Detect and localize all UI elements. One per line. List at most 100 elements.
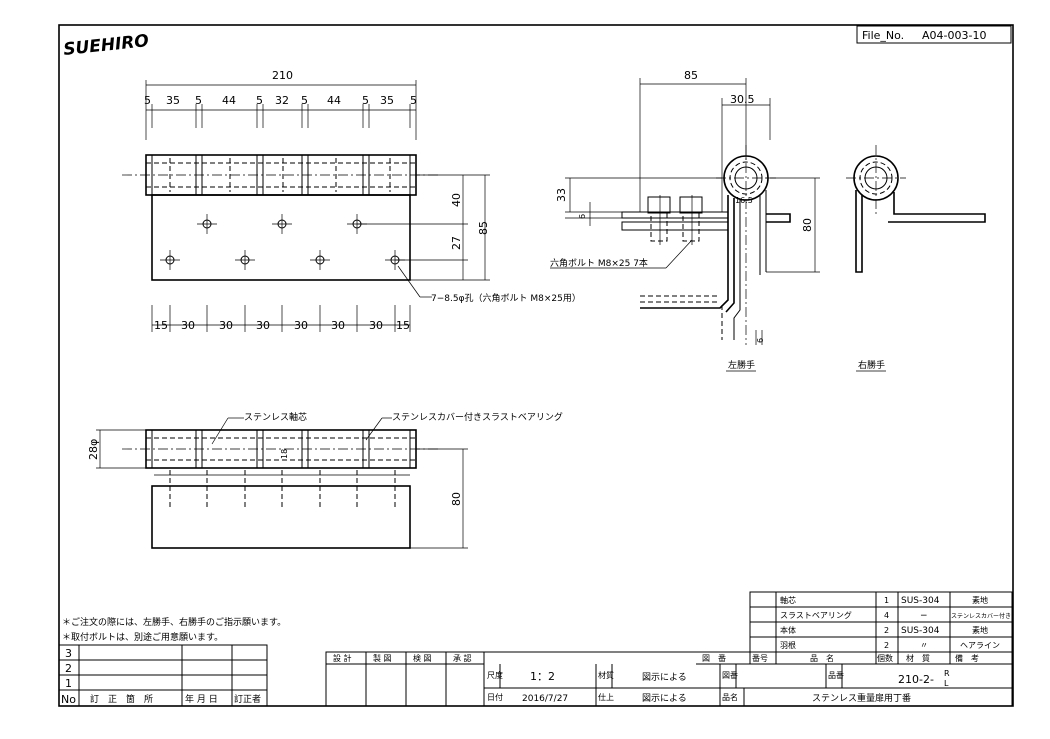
rev-header-date: 年 月 日 [185, 693, 218, 705]
dim-seg-2: 35 [166, 94, 180, 107]
label-left-hand: 左勝手 [728, 359, 755, 371]
finish-value: 図示による [642, 693, 687, 704]
dim-height-overall: 85 [477, 221, 490, 235]
dim-height-upper: 40 [450, 193, 463, 207]
rev-header-desc: 訂 正 箇 所 [90, 693, 153, 705]
part-1-note: 素地 [972, 595, 988, 605]
plan-view: ステンレス軸芯 ステンレスカバー付きスラストベアリング 28φ 18 80 [87, 411, 563, 549]
dim-bseg-7: 30 [369, 319, 383, 332]
scale-value: 1：2 [530, 670, 555, 683]
dim-bseg-1: 15 [154, 319, 168, 332]
dim-plan-dia: 28φ [87, 439, 100, 460]
part-4-qty: 2 [884, 641, 889, 650]
part-2-note: ステンレスカバー付き [951, 612, 1011, 620]
part-4-name: 羽根 [780, 640, 796, 650]
hdr-name: 品 名 [810, 653, 834, 663]
dim-bseg-5: 30 [294, 319, 308, 332]
bearing-label: ステンレスカバー付きスラストベアリング [392, 411, 563, 423]
part-3-note: 素地 [972, 625, 988, 635]
date-value: 2016/7/27 [522, 694, 568, 704]
name-label: 品名 [722, 692, 738, 702]
note-2: ＊取付ボルトは、別途ご用意願います。 [62, 631, 223, 643]
dim-side-33: 33 [555, 188, 568, 202]
hole-note: 7−8.5φ孔（六角ボルト M8×25用） [431, 292, 581, 304]
note-1: ＊ご注文の際には、左勝手、右勝手のご指示願います。 [62, 616, 286, 628]
part-3-qty: 2 [884, 626, 889, 635]
date-label: 日付 [487, 692, 503, 702]
logo-text: SUEHIRO [62, 31, 149, 60]
file-number-box: File_No. A04-003-10 [856, 25, 1012, 44]
file-number-label: File_No. [862, 29, 904, 42]
dwg-no-label: 図番 [722, 670, 738, 680]
part-no-l: L [944, 679, 949, 688]
dim-seg-9: 5 [362, 94, 369, 107]
dim-side-inner: 30.5 [730, 93, 755, 106]
dim-seg-8: 44 [327, 94, 341, 107]
part-1-name: 軸芯 [780, 595, 796, 605]
dim-side-width: 85 [684, 69, 698, 82]
role-design: 設 計 [333, 653, 352, 663]
dim-side-6-bottom: 6 [756, 338, 765, 343]
dim-side-6: 6 [578, 214, 587, 219]
material-label: 材質 [598, 670, 614, 680]
material-value: 図示による [642, 672, 687, 683]
label-right-hand: 右勝手 [858, 359, 885, 371]
dim-bseg-8: 15 [396, 319, 410, 332]
dim-seg-5: 5 [256, 94, 263, 107]
title-block: 設 計 製 図 検 図 承 認 尺度 1：2 日付 2016/7/27 材質 図… [325, 651, 1013, 707]
rev-row-1: 1 [65, 677, 72, 690]
part-2-name: スラストベアリング [780, 610, 852, 620]
rev-row-3: 3 [65, 647, 72, 660]
parts-table: 軸芯 1 SUS-304 素地 スラストベアリング 4 − ステンレスカバー付き… [749, 591, 1013, 664]
part-4-material: 〃 [920, 641, 928, 650]
dim-plan-pin: 18 [280, 449, 289, 459]
dim-seg-3: 5 [195, 94, 202, 107]
dim-seg-7: 5 [301, 94, 308, 107]
dim-seg-4: 44 [222, 94, 236, 107]
dim-bseg-6: 30 [331, 319, 345, 332]
part-2-qty: 4 [884, 611, 889, 620]
role-check: 検 図 [413, 653, 432, 663]
plan-hole-lines [169, 470, 396, 508]
dim-bseg-4: 30 [256, 319, 270, 332]
scale-label: 尺度 [487, 670, 503, 680]
part-1-material: SUS-304 [901, 596, 940, 606]
part-3-name: 本体 [780, 625, 796, 635]
part-no-value: 210-2- [898, 673, 934, 686]
dim-bseg-3: 30 [219, 319, 233, 332]
rev-row-2: 2 [65, 662, 72, 675]
finish-label: 仕上 [598, 692, 614, 702]
dim-seg-1: 5 [144, 94, 151, 107]
hdr-material: 材 質 [906, 653, 930, 663]
side-view-right: 右勝手 [846, 145, 986, 372]
file-number: A04-003-10 [922, 29, 986, 42]
dim-seg-11: 5 [410, 94, 417, 107]
revision-table: 3 2 1 No 訂 正 箇 所 年 月 日 訂正者 [58, 644, 268, 707]
bolt-note: 六角ボルト M8×25 7本 [550, 257, 648, 269]
segment-ticks-bottom [151, 305, 411, 332]
rev-header-by: 訂正者 [234, 693, 261, 705]
dim-overall-width: 210 [272, 69, 293, 82]
side-view-left: 85 30.5 33 6 [550, 69, 820, 372]
part-no-r: R [944, 669, 950, 678]
logo: SUEHIRO [62, 31, 149, 60]
part-1-qty: 1 [884, 596, 889, 605]
dim-seg-10: 35 [380, 94, 394, 107]
dim-bseg-2: 30 [181, 319, 195, 332]
part-2-material: − [920, 611, 928, 621]
hdr-qty: 個数 [877, 653, 893, 663]
dim-side-80: 80 [801, 218, 814, 232]
pin-label: ステンレス軸芯 [244, 411, 307, 423]
hdr-drawing-no: 図 番 [702, 653, 726, 663]
part-4-note: ヘアライン [960, 641, 1000, 650]
hdr-part-no: 番号 [752, 653, 768, 663]
role-draft: 製 図 [373, 653, 392, 663]
role-approve: 承 認 [453, 653, 472, 663]
dim-height-lower: 27 [450, 236, 463, 250]
rev-header-no: No [61, 693, 76, 706]
dim-seg-6: 32 [275, 94, 289, 107]
hdr-remarks: 備 考 [955, 653, 979, 663]
part-no-label: 品番 [828, 670, 844, 680]
product-name: ステンレス重量扉用丁番 [812, 692, 911, 704]
